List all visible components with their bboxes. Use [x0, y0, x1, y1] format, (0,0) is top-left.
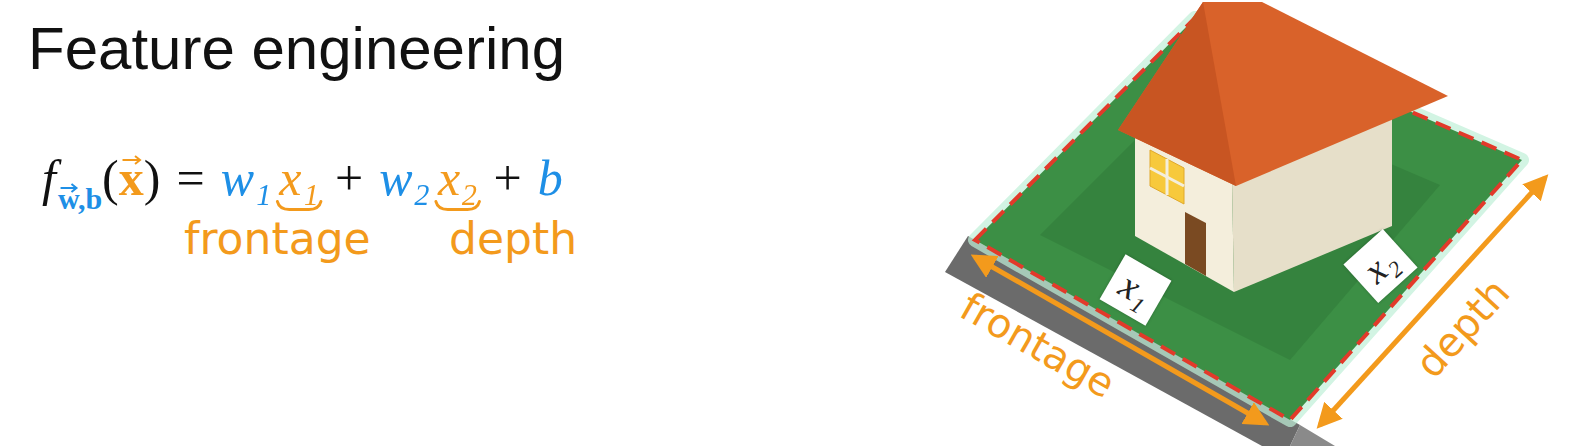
formula-term: ): [144, 150, 161, 208]
formula-term: +: [335, 150, 363, 208]
road: [1290, 425, 1335, 446]
formula-term: b: [538, 150, 563, 208]
window-bar: [1150, 168, 1184, 186]
house-window: [1150, 150, 1184, 204]
formula-term: x₂: [438, 150, 478, 208]
formula-term: =: [176, 150, 204, 208]
formula: fw,b(x)=w₁x₁+w₂x₂+b: [42, 150, 563, 208]
depth-arrow: [1320, 178, 1545, 425]
formula-term: +: [493, 150, 521, 208]
formula-term: w₁: [221, 150, 272, 208]
formula-term: w₂: [379, 150, 430, 208]
formula-term: x: [119, 150, 144, 208]
formula-term: x₁: [279, 150, 319, 208]
formula-term: (: [102, 150, 119, 208]
handwritten-label: frontage: [184, 214, 371, 265]
house-door: [1185, 212, 1206, 276]
handwritten-label: depth: [449, 214, 577, 265]
house-roof-edge: [1118, 2, 1236, 186]
variable-label: x₁: [1112, 264, 1159, 315]
variable-label: x₂: [1355, 240, 1405, 291]
formula-term: w,b: [58, 182, 102, 217]
dimension-label: depth: [1406, 269, 1518, 386]
formula-term: f: [42, 150, 56, 208]
title: Feature engineering: [28, 14, 565, 83]
house-roof: [1118, 2, 1448, 186]
